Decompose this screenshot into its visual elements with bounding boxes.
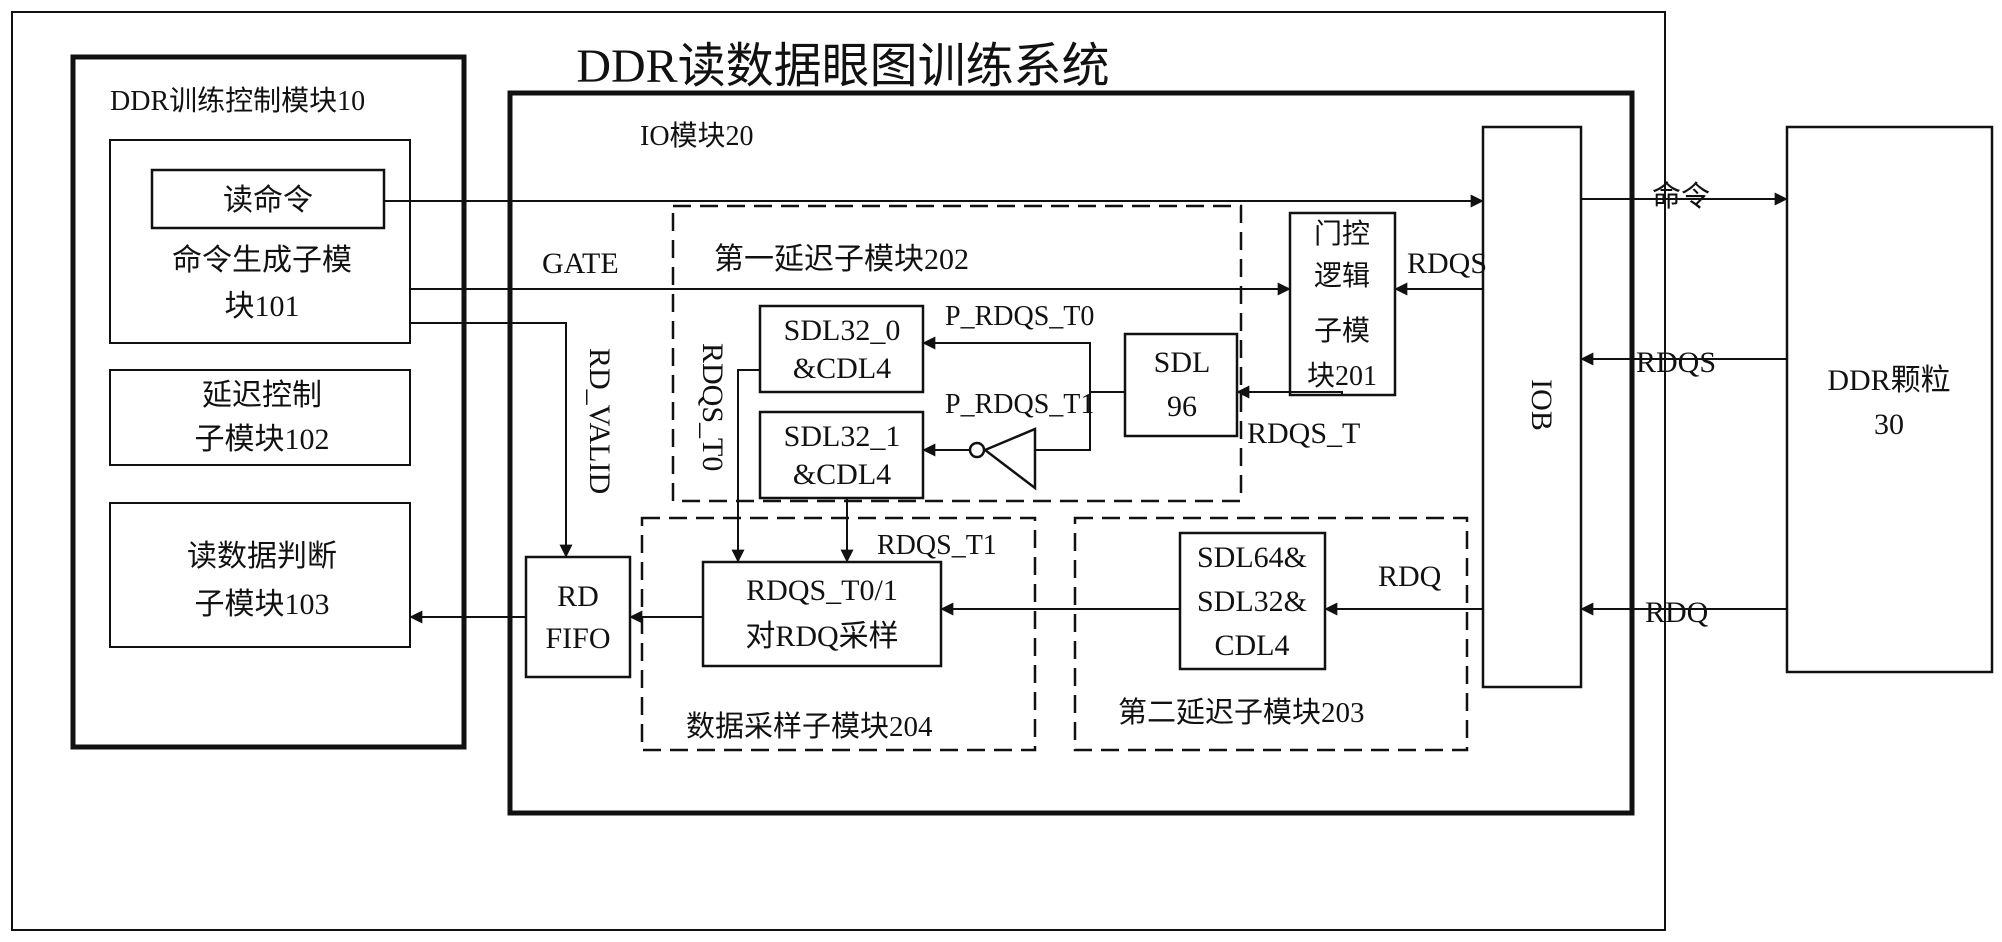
signal-rdqs-t: RDQS_T <box>1247 417 1360 450</box>
signal-gate: GATE <box>542 247 619 280</box>
cmd-gen-label-1: 命令生成子模 <box>172 244 352 277</box>
gate-logic-label-3: 子模 <box>1314 315 1370 347</box>
delay-ctrl-label-2: 子模块102 <box>195 423 330 456</box>
gate-logic-label-4: 块201 <box>1307 361 1377 392</box>
inverter-bubble <box>968 441 986 459</box>
sdl96-label-1: SDL <box>1154 346 1211 379</box>
signal-p-rdqs-t0: P_RDQS_T0 <box>945 301 1094 332</box>
signal-rdqs-t1: RDQS_T1 <box>877 530 997 561</box>
read-judge-label-1: 读数据判断 <box>187 540 337 573</box>
signal-rdqs-t0-vertical: RDQS_T0 <box>696 343 729 471</box>
signal-rd-valid: RD_VALID <box>583 348 616 494</box>
first-delay-label: 第一延迟子模块202 <box>714 243 969 276</box>
cmd-gen-box <box>109 139 411 344</box>
second-delay-label: 第二延迟子模块203 <box>1118 696 1365 729</box>
sdl32-0-label-2: &CDL4 <box>793 352 891 385</box>
ddr-chip-label-2: 30 <box>1874 408 1904 441</box>
sdl32-1-label-1: SDL32_1 <box>784 420 901 453</box>
ctrl-module-box <box>70 54 467 750</box>
data-sample-box <box>640 516 1037 752</box>
sample-label-1: RDQS_T0/1 <box>746 574 898 607</box>
gate-logic-label-2: 逻辑 <box>1314 260 1370 292</box>
inverter-triangle <box>982 427 1037 491</box>
delay-ctrl-label-1: 延迟控制 <box>202 379 322 412</box>
read-cmd-label: 读命令 <box>223 184 313 217</box>
wire-rd-valid <box>410 322 573 558</box>
sdl96-box <box>1123 332 1239 438</box>
first-delay-box <box>671 204 1243 503</box>
ddr-chip-box <box>1785 125 1994 674</box>
read-cmd-box <box>150 168 386 230</box>
read-judge-label-2: 子模块103 <box>195 588 330 621</box>
wire-sdl96-to-inv <box>1035 392 1091 451</box>
sample-label-2: 对RDQ采样 <box>745 620 898 653</box>
sdl64-box <box>1178 531 1327 671</box>
io-module-label: IO模块20 <box>640 120 754 152</box>
gate-logic-label-1: 门控 <box>1314 218 1370 250</box>
signal-rdq-iob: RDQ <box>1378 560 1442 593</box>
wire-gate-to-sdl96 <box>1236 385 1343 399</box>
data-sample-label: 数据采样子模块204 <box>686 710 933 743</box>
system-title: DDR读数据眼图训练系统 <box>576 40 1109 93</box>
iob-label: IOB <box>1525 379 1558 431</box>
rd-fifo-box <box>524 555 632 679</box>
sdl32-0-label-1: SDL32_0 <box>784 314 901 347</box>
cmd-gen-label-2: 块101 <box>225 290 300 323</box>
signal-cmd: 命令 <box>1652 180 1710 213</box>
read-judge-box <box>109 502 411 648</box>
sdl64-label-3: CDL4 <box>1215 629 1290 662</box>
ctrl-module-label: DDR训练控制模块10 <box>110 85 365 117</box>
rd-fifo-label-1: RD <box>557 580 599 613</box>
sdl96-label-2: 96 <box>1167 390 1197 423</box>
second-delay-box <box>1073 516 1469 752</box>
rd-fifo-label-2: FIFO <box>545 622 610 655</box>
sdl64-label-1: SDL64& <box>1197 541 1307 574</box>
io-module-box <box>507 90 1635 816</box>
sdl32-1-label-2: &CDL4 <box>793 458 891 491</box>
iob-box <box>1481 125 1583 689</box>
ddr-chip-label-1: DDR颗粒 <box>1827 364 1950 397</box>
signal-rdq-ddr: RDQ <box>1645 596 1709 629</box>
signal-rdqs-gate: RDQS <box>1407 247 1487 280</box>
signal-rdqs-ddr: RDQS <box>1636 346 1716 379</box>
system-frame <box>11 11 1666 931</box>
sdl64-label-2: SDL32& <box>1197 585 1307 618</box>
wire-p-rdqs-t0 <box>922 336 1125 393</box>
signal-p-rdqs-t1: P_RDQS_T1 <box>945 389 1094 420</box>
delay-ctrl-box <box>109 369 411 466</box>
wire-rdqs-t0 <box>731 369 760 563</box>
